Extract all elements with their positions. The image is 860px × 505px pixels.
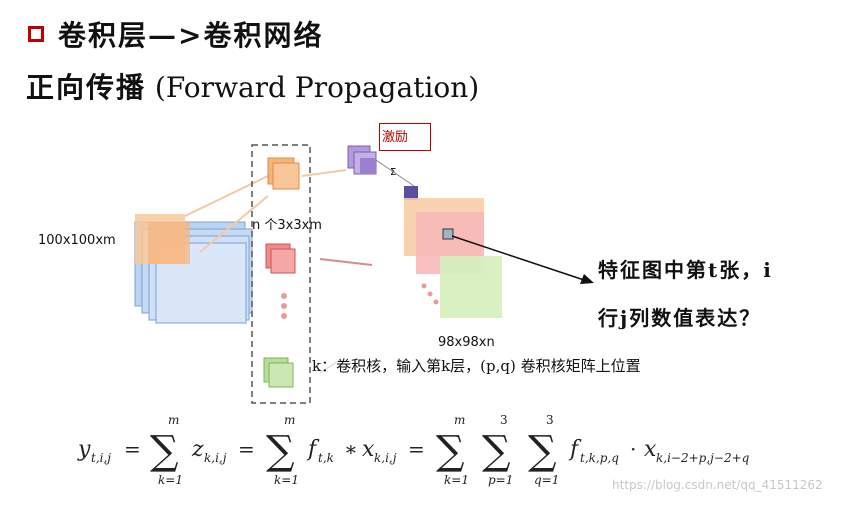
- kernel-dots: [281, 293, 287, 319]
- sigma-symbol: Σ: [390, 167, 396, 178]
- formula-eq-2: =: [238, 437, 255, 461]
- input-to-kernel-line-2: [199, 195, 269, 253]
- question-line-1: 特征图中第t张，i: [598, 258, 773, 282]
- formula-x-sub: k,i,j: [374, 451, 397, 465]
- pre-activation-stack: [347, 145, 377, 175]
- formula-star: ∗: [344, 437, 358, 461]
- subtitle-chinese: 正向传播: [26, 71, 147, 104]
- activation-label-box: 激励: [379, 123, 431, 151]
- kernel-note: k：卷积核，输入第k层，(p,q) 卷积核矩阵上位置: [312, 357, 641, 375]
- input-to-kernel-line: [184, 175, 269, 217]
- convolution-formula: y t,i,j = m ∑ k=1 z k,i,j = m ∑ k=1 f t,…: [77, 413, 750, 487]
- formula-z-sub: k,i,j: [204, 451, 227, 465]
- formula-dot: ·: [630, 437, 636, 461]
- formula-eq-3: =: [408, 437, 425, 461]
- formula-y: y: [77, 437, 91, 462]
- target-pixel: [442, 228, 454, 240]
- slide-title: 卷积层—>卷积网络: [58, 19, 324, 52]
- sum5-top: 3: [546, 413, 554, 427]
- sum4-top: 3: [500, 413, 508, 427]
- sum2-bottom: k=1: [274, 473, 299, 487]
- sum4-sigma: ∑: [482, 428, 511, 474]
- formula-x-full-sub: k,i−2+p,j−2+q: [656, 451, 750, 465]
- feature-maps: [404, 198, 502, 318]
- kernel-orange: [267, 157, 300, 190]
- sum3-sigma: ∑: [436, 428, 465, 474]
- pointer-arrow-line: [451, 235, 585, 281]
- formula-x: x: [362, 437, 375, 462]
- input-size-label: 100x100xm: [38, 233, 116, 248]
- question-line-2: 行j列数值表达？: [598, 306, 762, 330]
- formula-eq-1: =: [124, 437, 141, 461]
- formula-y-sub: t,i,j: [91, 451, 111, 465]
- formula-f-full-sub: t,k,p,q: [580, 451, 619, 465]
- formula-f-sub: t,k: [318, 451, 334, 465]
- output-size-label: 98x98xn: [438, 335, 495, 350]
- formula-x-full: x: [644, 437, 657, 462]
- sum1-bottom: k=1: [158, 473, 183, 487]
- watermark: https://blog.csdn.net/qq_41511262: [612, 478, 823, 492]
- formula-z: z: [191, 437, 204, 462]
- sum2-sigma: ∑: [266, 428, 295, 474]
- kernel-red: [265, 243, 296, 274]
- sum4-bottom: p=1: [488, 473, 513, 487]
- input-volume-stack: [134, 214, 253, 324]
- kernel-green: [263, 357, 294, 388]
- kernel-count-label: n 个3x3xm: [252, 218, 322, 233]
- sum5-bottom: q=1: [534, 473, 559, 487]
- slide-subtitle: 正向传播 (Forward Propagation): [26, 66, 479, 106]
- activated-pixel: [404, 186, 418, 200]
- sum5-sigma: ∑: [528, 428, 557, 474]
- subtitle-english: (Forward Propagation): [154, 71, 480, 104]
- sum1-sigma: ∑: [150, 428, 179, 474]
- kernel-group-dashed-box: [251, 144, 311, 404]
- sum3-bottom: k=1: [444, 473, 469, 487]
- kernel-to-note-line: [319, 359, 341, 374]
- bullet-square-icon: [28, 26, 44, 42]
- activation-link: [375, 159, 415, 187]
- title-row: 卷积层—>卷积网络: [28, 14, 323, 54]
- pointer-arrowhead-icon: [580, 274, 594, 284]
- sum1-top: m: [168, 413, 179, 427]
- sum2-top: m: [284, 413, 295, 427]
- sum3-top: m: [454, 413, 465, 427]
- kernel-to-pre-arrow: [301, 169, 347, 177]
- kernel-to-map-arrow: [319, 258, 373, 266]
